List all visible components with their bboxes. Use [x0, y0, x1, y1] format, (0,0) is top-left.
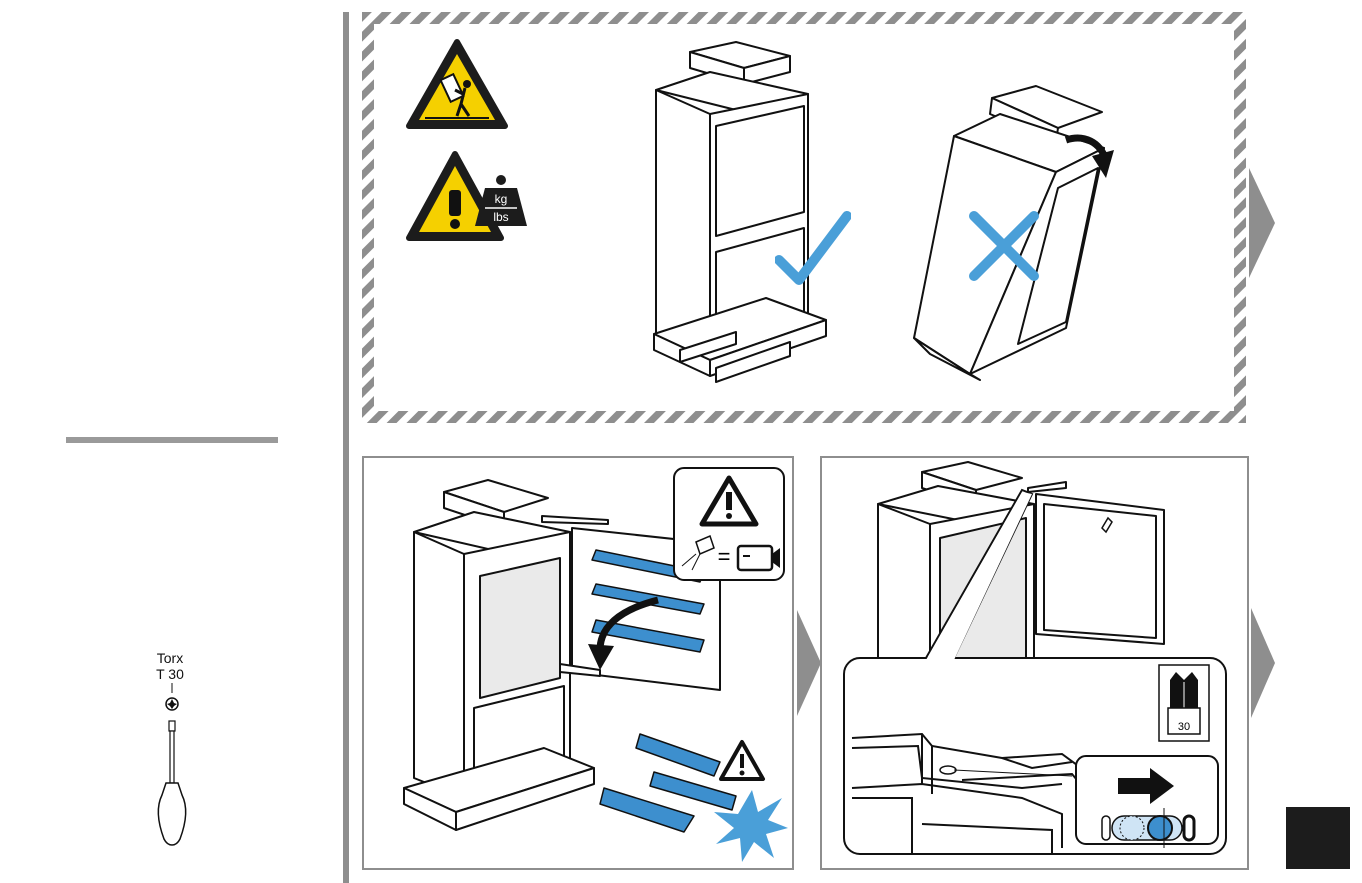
weight-unit-lbs: lbs: [493, 210, 508, 224]
tool-label: Torx T 30: [140, 650, 200, 682]
tilt-arrow-icon: [1062, 132, 1118, 184]
arrow-right-icon: [1118, 768, 1174, 804]
torx-bit-icon: 30: [1158, 664, 1210, 742]
screwdriver-icon: [150, 683, 194, 849]
warning-icon: [718, 739, 766, 783]
check-icon: [775, 210, 851, 286]
cross-icon: [966, 208, 1042, 284]
next-arrow-icon: [1251, 608, 1275, 718]
tool-size: T 30: [140, 666, 200, 682]
equals-sign: =: [718, 544, 731, 569]
tool-name: Torx: [140, 650, 200, 666]
weight-warning-icon: kg lbs: [405, 150, 531, 242]
page-marker: [1286, 807, 1350, 869]
tipping-warning-icon: [405, 38, 509, 130]
hinge-slider-callout: [1090, 766, 1206, 850]
screw-camera-callout: =: [672, 466, 786, 582]
next-arrow-icon: [1249, 168, 1275, 278]
impact-burst-icon: [712, 786, 790, 862]
column-divider: [343, 12, 349, 883]
weight-unit-kg: kg: [495, 192, 508, 206]
section-divider: [66, 437, 278, 443]
next-arrow-icon: [797, 610, 821, 716]
bit-size: 30: [1178, 721, 1190, 733]
